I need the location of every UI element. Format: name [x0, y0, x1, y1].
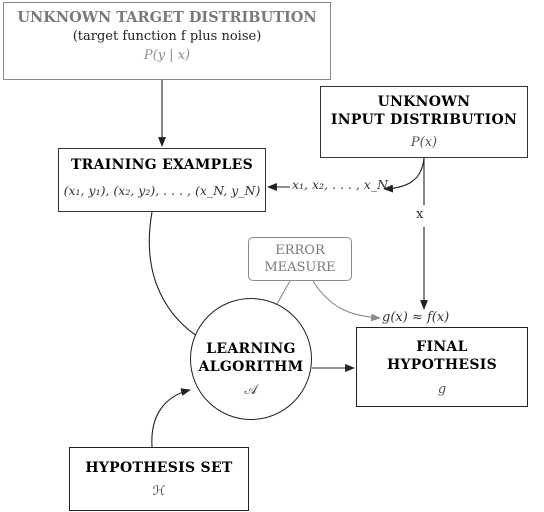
- input-distribution-title-line1: UNKNOWN: [377, 94, 471, 110]
- input-distribution-formula: P(x): [410, 135, 438, 150]
- learning-algorithm-line1: LEARNING: [206, 341, 296, 357]
- final-hypothesis-title: FINAL HYPOTHESIS: [357, 338, 527, 374]
- learning-algorithm-title: LEARNING ALGORITHM: [191, 340, 311, 376]
- hypothesis-set-title: HYPOTHESIS SET: [85, 460, 233, 476]
- input-to-samples-arrow: [383, 157, 425, 193]
- error-measure-line2: MEASURE: [264, 260, 336, 275]
- hypothesis-set-symbol: ℋ: [152, 484, 166, 499]
- final-hypothesis-box: FINAL HYPOTHESIS g: [356, 327, 528, 407]
- training-to-learning-arrow: [148, 211, 204, 341]
- target-distribution-formula: P(y | x): [143, 48, 191, 63]
- final-hypothesis-symbol: g: [437, 382, 447, 397]
- training-examples-box: TRAINING EXAMPLES (x₁, y₁), (x₂, y₂), . …: [58, 148, 266, 212]
- samples-label: x₁, x₂, . . . , x_N: [292, 177, 389, 192]
- learning-algorithm-line2: ALGORITHM: [198, 359, 304, 375]
- input-distribution-title-line2: INPUT DISTRIBUTION: [330, 112, 518, 128]
- training-examples-formula: (x₁, y₁), (x₂, y₂), . . . , (x_N, y_N): [63, 183, 261, 198]
- error-measure-line1: ERROR: [275, 243, 325, 258]
- final-hypothesis-line2: HYPOTHESIS: [386, 357, 498, 373]
- error-measure-title: ERROR MEASURE: [249, 242, 351, 276]
- input-distribution-box: UNKNOWN INPUT DISTRIBUTION P(x): [320, 86, 528, 158]
- error-to-approx-arrow: [312, 280, 381, 322]
- x-label: x: [416, 207, 424, 222]
- error-measure-box: ERROR MEASURE: [248, 237, 352, 281]
- target-distribution-box: UNKNOWN TARGET DISTRIBUTION (target func…: [3, 2, 331, 80]
- learning-algorithm-circle: LEARNING ALGORITHM 𝒜: [190, 298, 312, 420]
- hypothesis-to-learning-arrow: [151, 388, 191, 448]
- input-distribution-title: UNKNOWN INPUT DISTRIBUTION: [321, 93, 527, 129]
- training-examples-title: TRAINING EXAMPLES: [70, 157, 254, 173]
- hypothesis-set-box: HYPOTHESIS SET ℋ: [69, 447, 249, 511]
- learning-algorithm-symbol: 𝒜: [244, 382, 258, 398]
- target-distribution-subtitle: (target function f plus noise): [72, 29, 262, 44]
- target-distribution-title: UNKNOWN TARGET DISTRIBUTION: [17, 9, 317, 26]
- final-hypothesis-line1: FINAL: [416, 339, 468, 355]
- approx-label: g(x) ≈ f(x): [382, 310, 450, 325]
